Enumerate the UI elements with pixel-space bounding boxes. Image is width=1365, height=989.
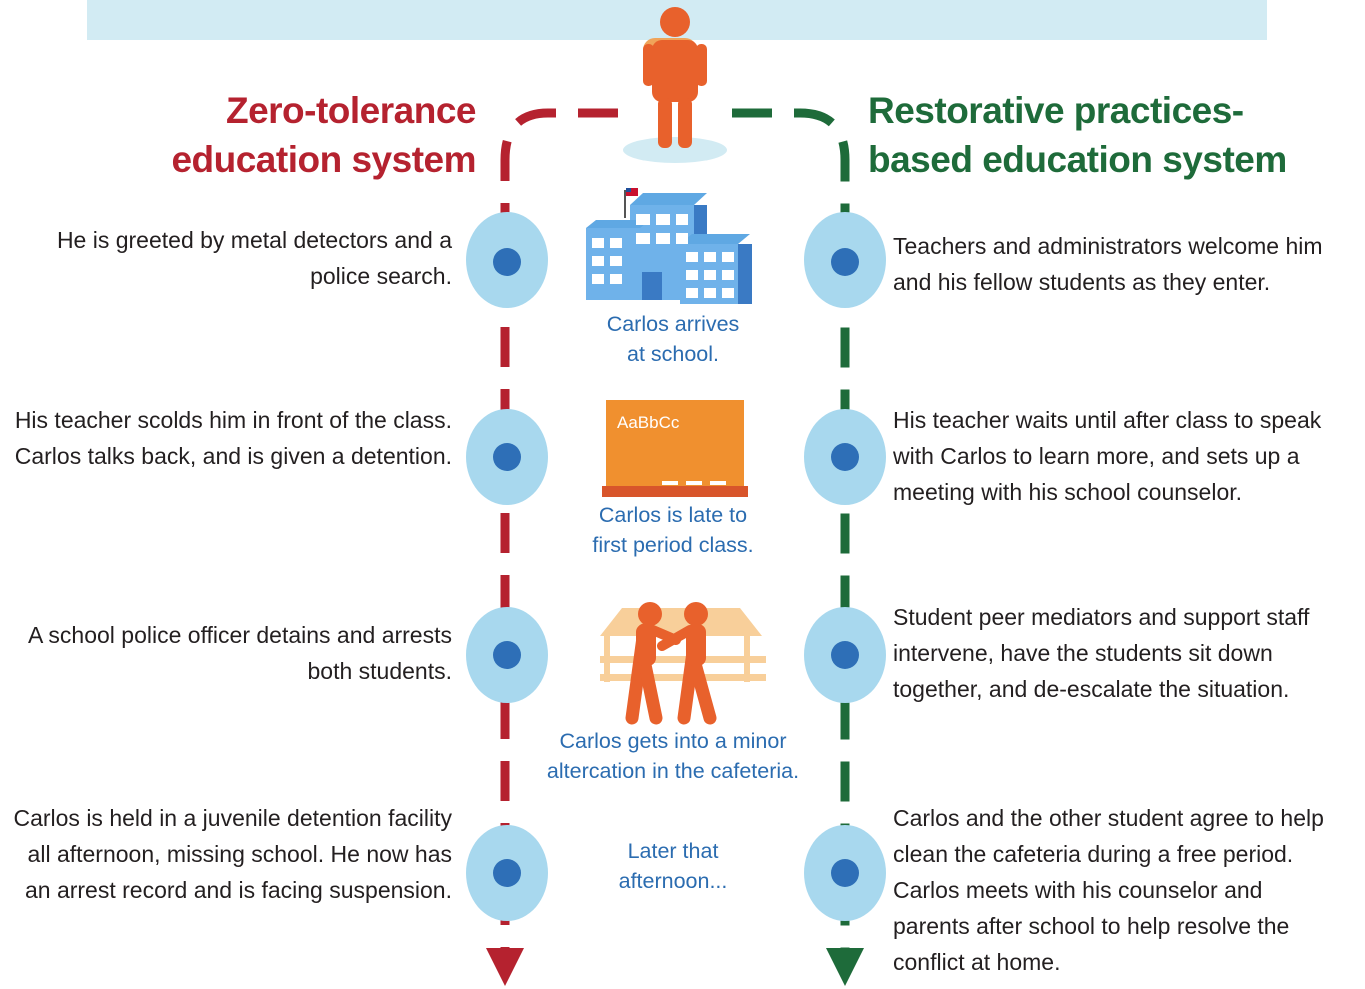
timeline-node-icon [466, 607, 548, 703]
zero-tolerance-title: Zero-tolerance education system [171, 90, 476, 180]
restorative-step-2: His teacher waits until after class to s… [893, 407, 1322, 505]
timeline-node-icon [466, 825, 548, 921]
timeline-node-icon [804, 212, 886, 308]
zero-tolerance-step-1: He is greeted by metal detectors and a p… [56, 227, 452, 289]
zero-tolerance-nodes [466, 212, 548, 921]
zero-tolerance-step-4: Carlos is held in a juvenile detention f… [13, 805, 452, 903]
zero-tolerance-step-3: A school police officer detains and arre… [27, 622, 452, 684]
step-3-caption: Carlos gets into a minor altercation in … [546, 729, 800, 783]
restorative-step-4: Carlos and the other student agree to he… [893, 805, 1324, 975]
zero-tolerance-step-2: His teacher scolds him in front of the c… [14, 407, 452, 469]
zero-tolerance-arrow-icon [486, 948, 524, 986]
restorative-title: Restorative practices-based education sy… [868, 90, 1287, 180]
step-2-caption: Carlos is late to first period class. [592, 503, 754, 557]
step-4-caption: Later that afternoon... [618, 839, 728, 893]
timeline-node-icon [804, 607, 886, 703]
restorative-step-3: Student peer mediators and support staff… [893, 604, 1310, 702]
student-icon [623, 7, 727, 163]
chalkboard-icon: AaBbCc [602, 400, 748, 497]
restorative-path [732, 108, 850, 952]
scuffle-icon [600, 602, 766, 725]
zero-tolerance-path [500, 108, 618, 952]
restorative-arrow-icon [826, 948, 864, 986]
timeline-node-icon [466, 409, 548, 505]
restorative-step-1: Teachers and administrators welcome him … [893, 233, 1323, 295]
step-1-caption: Carlos arrives at school. [606, 312, 740, 366]
restorative-nodes [804, 212, 886, 921]
chalkboard-text: AaBbCc [617, 413, 680, 432]
timeline-node-icon [804, 409, 886, 505]
timeline-node-icon [466, 212, 548, 308]
school-building-icon [586, 188, 752, 304]
timeline-node-icon [804, 825, 886, 921]
